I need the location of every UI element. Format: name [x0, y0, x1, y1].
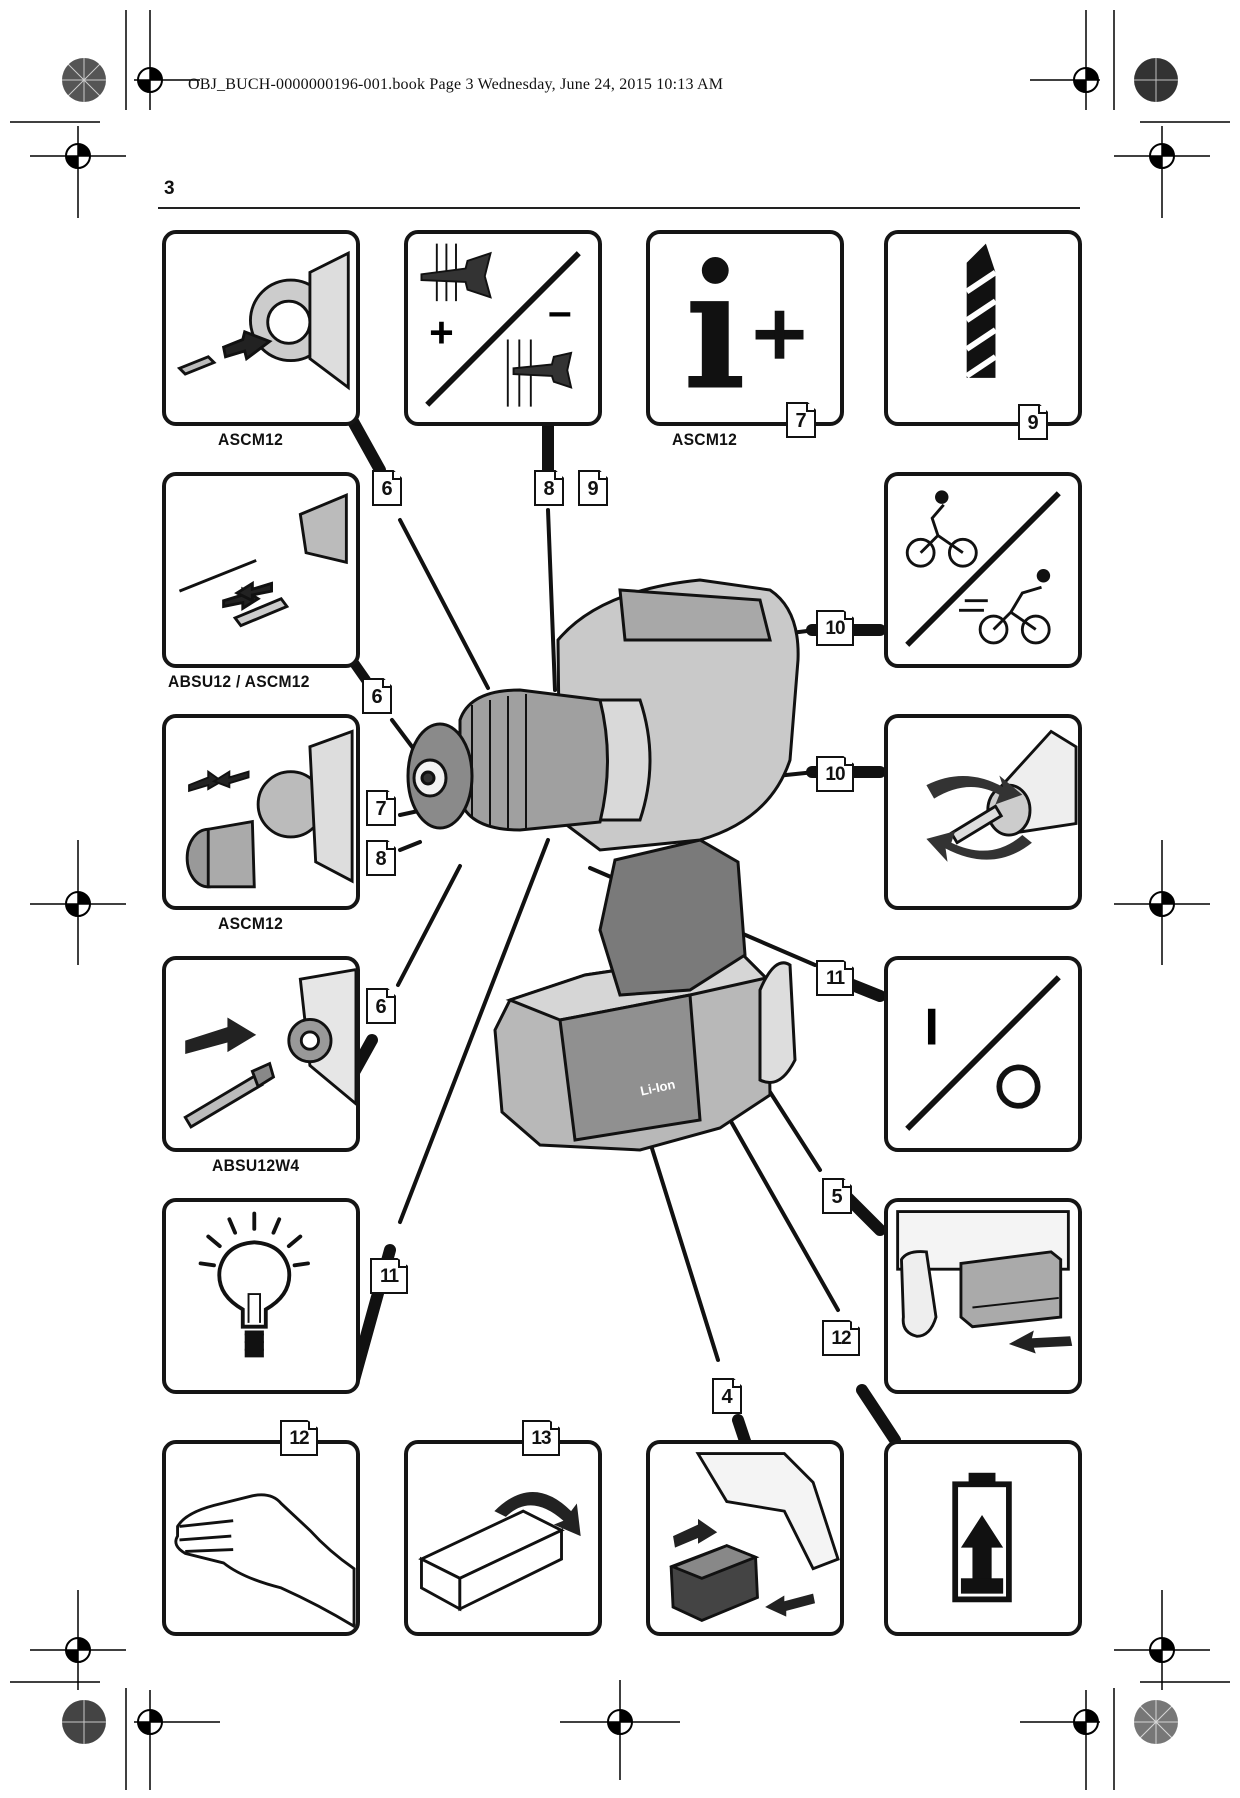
bit-insert-icon — [176, 250, 350, 391]
battery-change-icon — [669, 1452, 840, 1623]
screw-direction-icon: + – — [420, 243, 581, 407]
panel-bit-swap — [162, 472, 360, 668]
panel-angle-head — [162, 956, 360, 1152]
model-label-ascm12-c: ASCM12 — [218, 914, 284, 933]
callout-5: 5 — [822, 1178, 852, 1214]
packaging-box-icon — [418, 1491, 581, 1612]
ref-badge-13: 13 — [522, 1420, 560, 1456]
lightbulb-icon — [198, 1211, 310, 1358]
bit-swap-icon — [178, 493, 348, 628]
callout-11-a: 11 — [816, 960, 854, 996]
panel-work-light — [162, 1198, 360, 1394]
page-number: 3 — [164, 178, 175, 199]
model-label-absu12w4: ABSU12W4 — [212, 1156, 300, 1175]
plus-sign: + — [429, 309, 454, 356]
panel-box — [404, 1440, 602, 1636]
rotation-direction-icon — [926, 729, 1078, 862]
panel-info-plus — [646, 230, 844, 426]
header-rule — [158, 207, 1080, 209]
info-plus-icon — [688, 257, 804, 388]
battery-release-icon — [896, 1210, 1073, 1354]
model-label-ascm12-b: ASCM12 — [672, 430, 738, 449]
chuck-change-icon — [185, 729, 354, 889]
callout-10-a: 10 — [816, 610, 854, 646]
ref-badge-9: 9 — [1018, 404, 1048, 440]
panel-screw-direction: + – — [404, 230, 602, 426]
callout-8-top: 8 — [534, 470, 564, 506]
callout-9-top: 9 — [578, 470, 608, 506]
callout-4: 4 — [712, 1378, 742, 1414]
ref-badge-7: 7 — [786, 402, 816, 438]
panel-battery-charge — [884, 1440, 1082, 1636]
angle-head-icon — [183, 968, 356, 1129]
battery-charge-icon — [952, 1472, 1012, 1603]
hand-icon — [174, 1493, 356, 1629]
ref-badge-12: 12 — [280, 1420, 318, 1456]
panel-gear-speed — [884, 472, 1082, 668]
panel-battery-release — [884, 1198, 1082, 1394]
on-off-icon: I — [905, 975, 1061, 1131]
callout-6-mid: 6 — [362, 678, 392, 714]
minus-sign: – — [548, 288, 571, 335]
callout-10-b: 10 — [816, 756, 854, 792]
callout-12: 12 — [822, 1320, 860, 1356]
model-label-ascm12-a: ASCM12 — [218, 430, 284, 449]
panel-chuck-change — [162, 714, 360, 910]
callout-6-top: 6 — [372, 470, 402, 506]
bicycle-speed-icon — [905, 490, 1061, 647]
panel-battery-change — [646, 1440, 844, 1636]
callout-8-mid: 8 — [366, 840, 396, 876]
drill-bit-icon — [965, 243, 998, 379]
panel-drill-bit — [884, 230, 1082, 426]
callout-11-b: 11 — [370, 1258, 408, 1294]
print-header: OBJ_BUCH-0000000196-001.book Page 3 Wedn… — [188, 76, 724, 93]
panel-on-off: I — [884, 956, 1082, 1152]
on-symbol: I — [924, 997, 938, 1055]
panel-bit-insert — [162, 230, 360, 426]
callout-7: 7 — [366, 790, 396, 826]
panel-rotation-direction — [884, 714, 1082, 910]
panel-hand — [162, 1440, 360, 1636]
callout-6-low: 6 — [366, 988, 396, 1024]
model-label-absu12-ascm12: ABSU12 / ASCM12 — [168, 672, 310, 691]
